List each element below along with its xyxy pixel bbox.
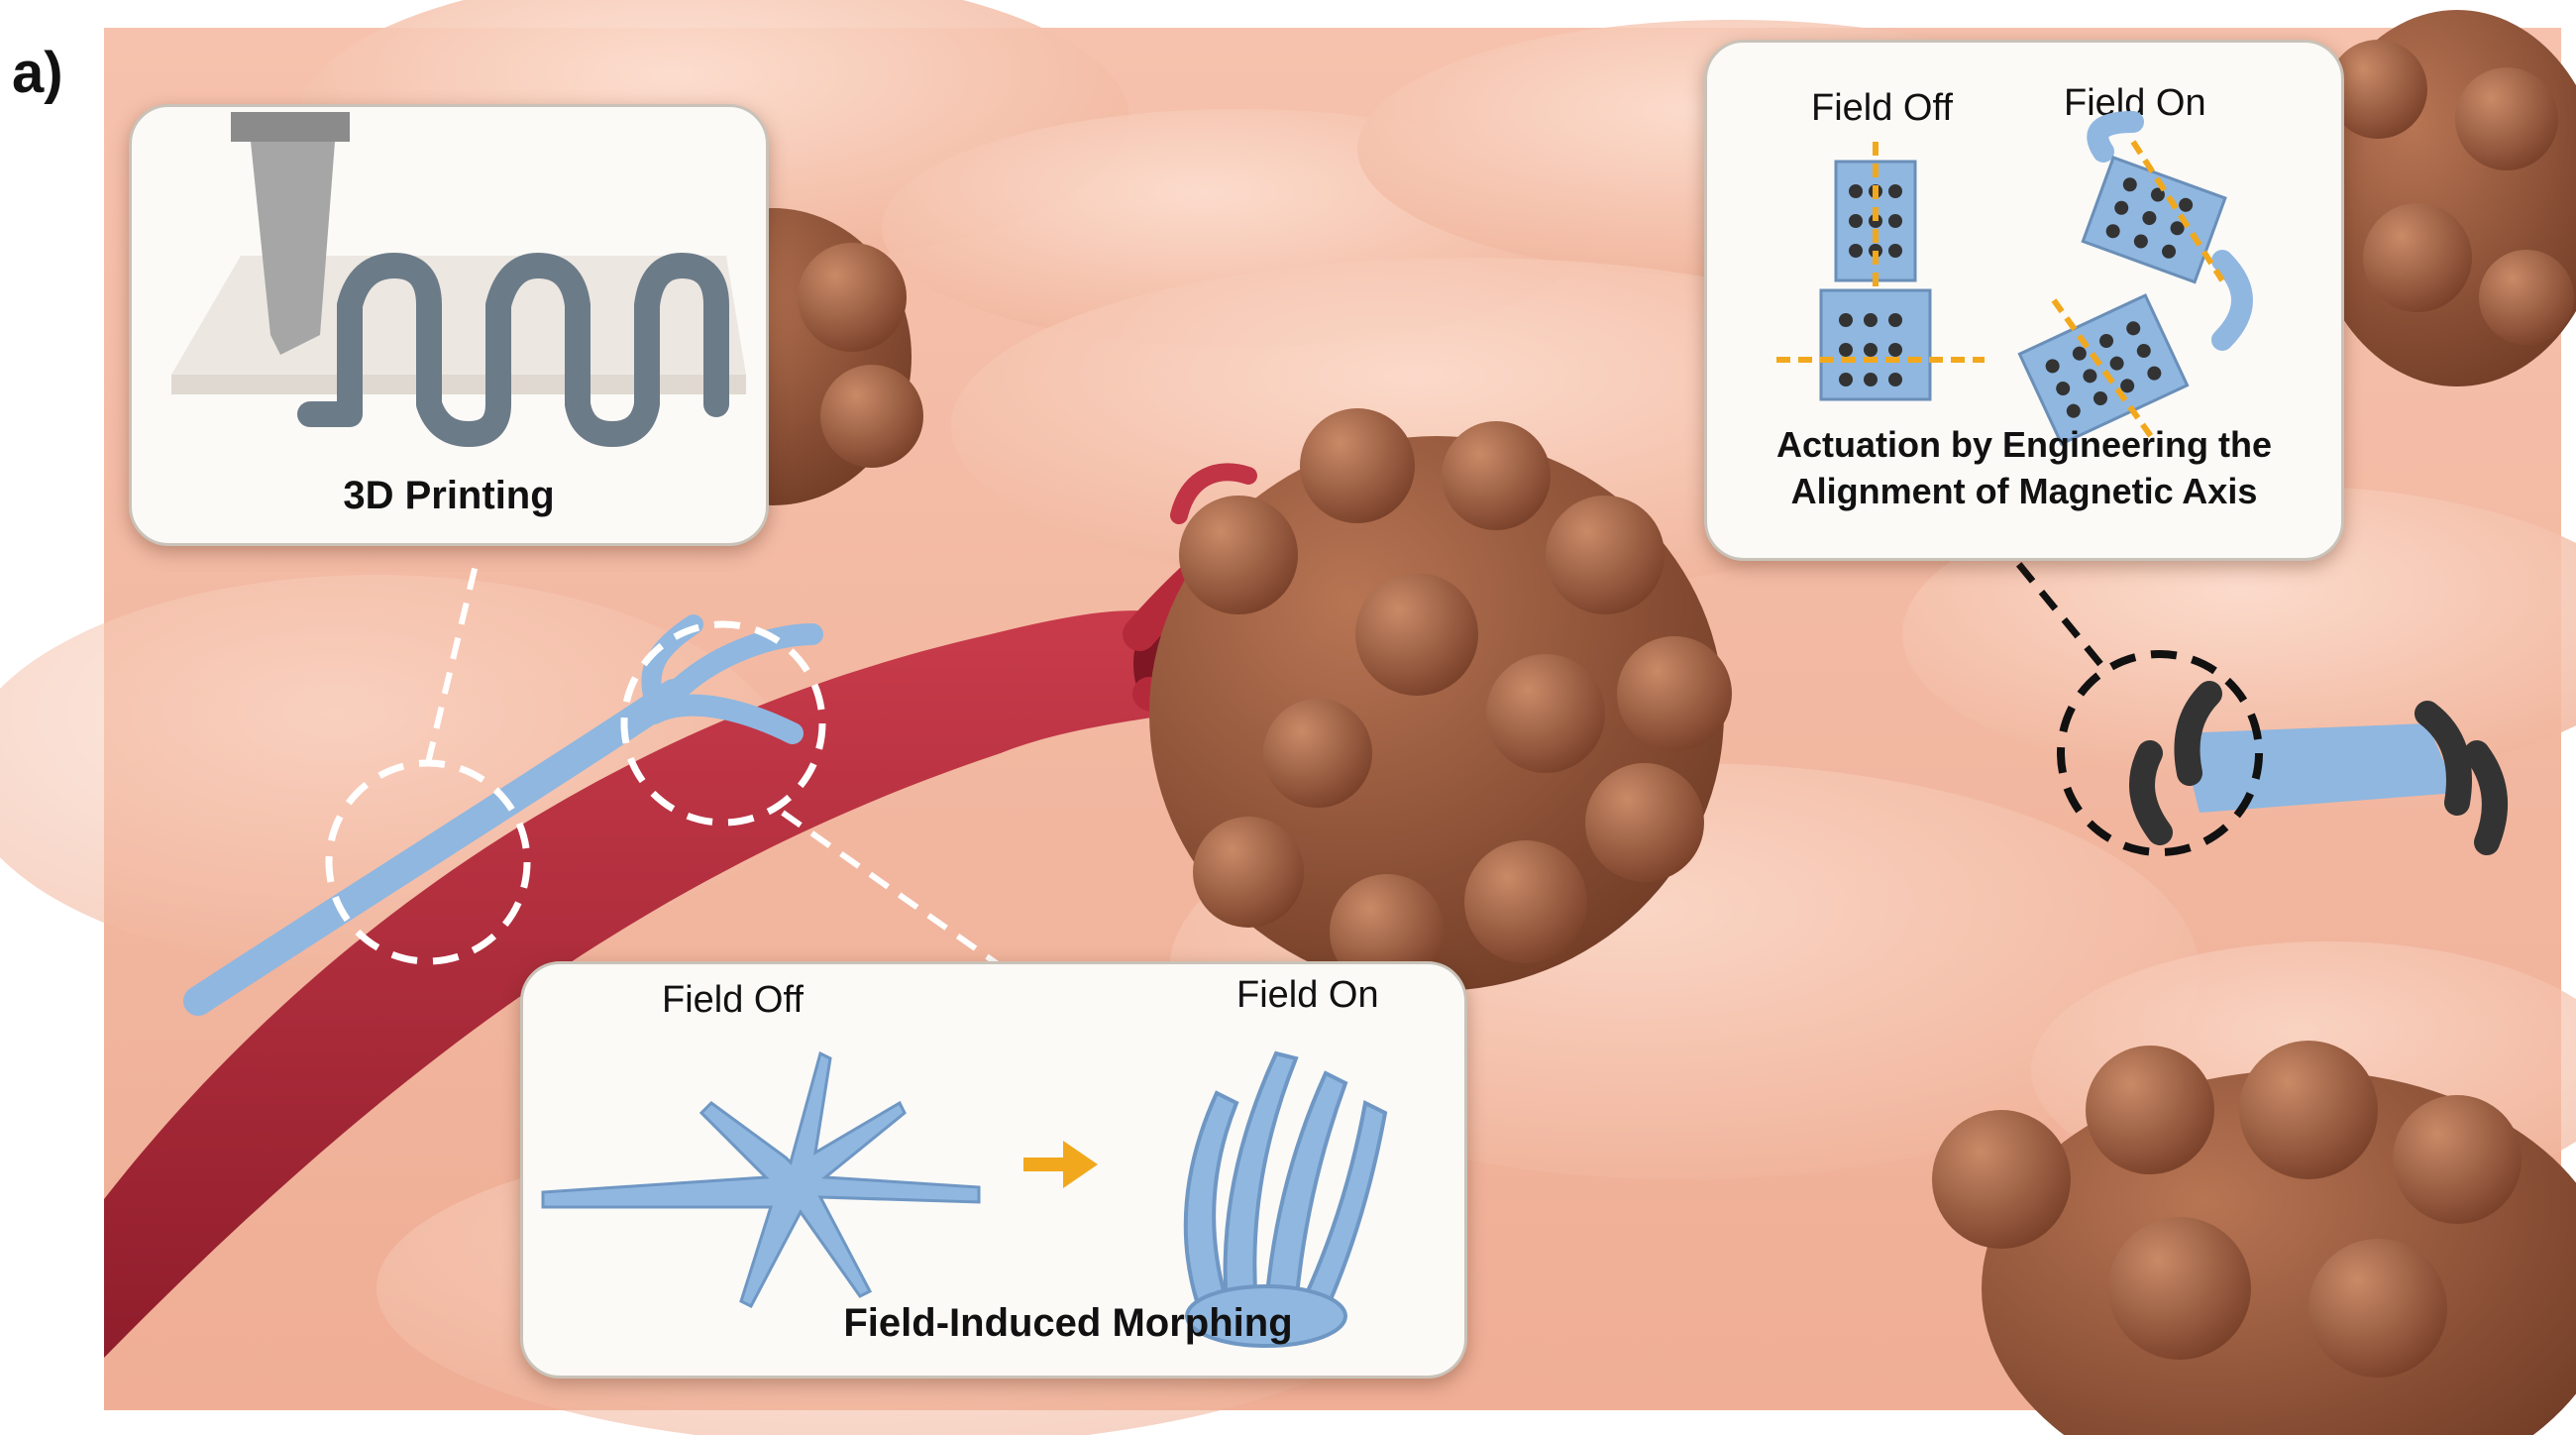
zoom-callouts <box>325 552 2263 969</box>
inset-3d-printing: 3D Printing <box>129 104 769 546</box>
tumor-upper-right <box>2308 10 2576 386</box>
inset-morphing: Field Off Field On Field-Induced Morphin… <box>520 961 1467 1379</box>
actuation-caption-line1: Actuation by Engineering the <box>1775 424 2273 465</box>
actuation-caption-line2: Alignment of Magnetic Axis <box>1790 471 2258 511</box>
morphing-field-off-label: Field Off <box>662 979 804 1021</box>
actuation-illustration <box>1776 111 2253 446</box>
morph-arrow <box>1023 1141 1098 1188</box>
nozzle-cap <box>231 112 350 142</box>
tumor-main <box>1149 408 1732 991</box>
actuation-field-off-label: Field Off <box>1811 87 1953 129</box>
morphing-illustration <box>541 1050 1388 1348</box>
inset-actuation: Field Off Field On <box>1704 40 2344 561</box>
tumor-lower-right <box>1932 1041 2576 1435</box>
morphing-field-on-label: Field On <box>1236 974 1379 1016</box>
crawler-robot <box>2129 681 2508 855</box>
printer-nozzle <box>251 142 335 355</box>
flat-star-gripper <box>541 1050 981 1308</box>
folded-gripper <box>1183 1050 1388 1348</box>
panel-label: a) <box>12 41 63 105</box>
printing-caption: 3D Printing <box>343 474 555 517</box>
morphing-caption: Field-Induced Morphing <box>843 1301 1293 1345</box>
printed-filament <box>297 253 729 447</box>
printing-illustration <box>171 112 746 447</box>
